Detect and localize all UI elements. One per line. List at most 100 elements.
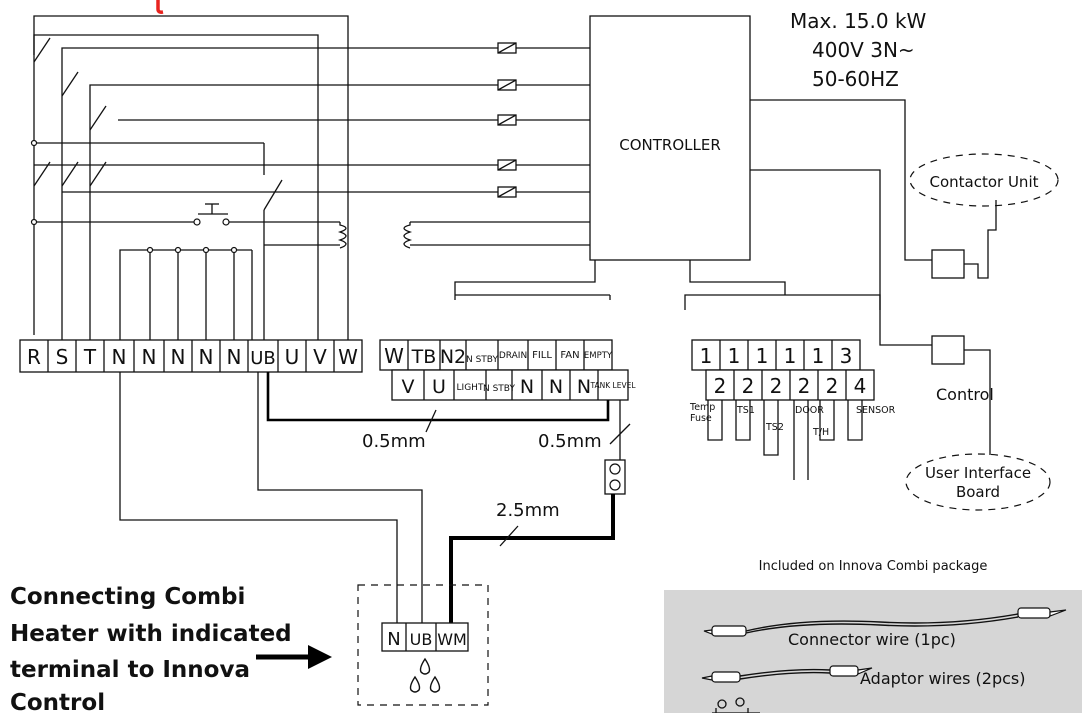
sensor-top-5: 1 — [812, 344, 825, 368]
red-heading-fragment — [156, 0, 164, 14]
ctrl-terminal-N-c: N — [577, 376, 591, 398]
sensor-label-ts2: TS2 — [765, 422, 784, 433]
sensor-bottom-4: 2 — [798, 374, 811, 398]
power-spec: Max. 15.0 kW — [790, 9, 927, 33]
ctrl-terminal-U: U — [432, 376, 446, 398]
terminal-R: R — [27, 345, 41, 369]
terminal-UB: UB — [250, 348, 276, 369]
package-connector-wire: Connector wire (1pc) — [788, 630, 956, 649]
ctrl-terminal-N-b: N — [549, 376, 563, 398]
sensor-top-2: 1 — [728, 344, 741, 368]
heater-terminal-WM: WM — [437, 630, 467, 649]
connector-plug-icon — [712, 697, 760, 713]
wire-connector — [604, 459, 626, 495]
sensor-bottom-3: 2 — [770, 374, 783, 398]
water-drops-icon — [409, 657, 441, 693]
heater-box — [357, 584, 489, 706]
sensor-label-fuse: Fuse — [690, 413, 712, 424]
heater-terminal-N: N — [387, 629, 400, 650]
wire-ub-to-tank-level — [266, 372, 610, 422]
wire-tick-right — [609, 423, 631, 445]
contactor-unit-label: Contactor Unit — [929, 173, 1038, 191]
terminal-N4: N — [199, 345, 214, 369]
sensor-top-1: 1 — [700, 344, 713, 368]
main-switch — [33, 37, 283, 211]
adaptor-wire-icon — [701, 665, 873, 683]
caption-line4: Control — [10, 690, 105, 713]
main-terminal-block — [19, 339, 363, 373]
user-interface-ellipse — [905, 453, 1051, 511]
sensor-top-6: 3 — [840, 344, 853, 368]
terminal-N2: N — [142, 345, 157, 369]
sensor-bottom-2: 2 — [742, 374, 755, 398]
ctrl-terminal-n-stby: N STBY — [466, 355, 498, 365]
contactor-unit-ellipse — [909, 153, 1059, 207]
user-interface-line2: Board — [956, 483, 1000, 501]
wire-ub-to-heater — [257, 372, 423, 623]
ctrl-terminal-n-stby-2: N STBY — [483, 384, 515, 394]
frequency-spec: 50-60HZ — [812, 67, 899, 91]
ctrl-terminal-N-a: N — [520, 376, 534, 398]
heater-terminal-UB: UB — [410, 630, 433, 649]
voltage-spec: 400V 3N~ — [812, 38, 915, 62]
heater-terminal-block — [381, 622, 469, 652]
ctrl-terminal-empty: EMPTY — [584, 351, 613, 361]
junction-dots — [30, 139, 238, 254]
wire-size-left: 0.5mm — [362, 431, 426, 452]
caption-line2: Heater with indicated — [10, 621, 292, 647]
ctrl-terminal-fill: FILL — [532, 350, 552, 361]
terminal-N5: N — [227, 345, 242, 369]
package-title: Included on Innova Combi package — [759, 559, 988, 574]
terminal-W: W — [338, 345, 358, 369]
transformer-icon — [337, 222, 413, 249]
terminal-S: S — [56, 345, 69, 369]
sensor-label-door: DOOR — [795, 405, 824, 416]
wire-size-heater: 2.5mm — [496, 500, 560, 521]
sensor-label-temp: Temp — [689, 402, 715, 413]
sensor-bottom-5: 2 — [826, 374, 839, 398]
user-interface-line1: User Interface — [925, 464, 1031, 482]
control-label: Control — [936, 385, 994, 404]
terminal-T: T — [83, 345, 97, 369]
fuse-icons — [497, 42, 517, 198]
contactor-connector — [931, 200, 997, 279]
caption-line3: terminal to Innova — [10, 657, 250, 683]
terminal-N3: N — [171, 345, 186, 369]
wire-n-to-heater — [119, 372, 398, 623]
controller-branches — [454, 99, 932, 346]
controller-label: CONTROLLER — [619, 136, 721, 154]
sensor-top-3: 1 — [756, 344, 769, 368]
controller-box — [589, 15, 751, 261]
ctrl-terminal-N2: N2 — [440, 346, 466, 368]
ctrl-terminal-light: LIGHT — [457, 383, 484, 393]
caption-line1: Connecting Combi — [10, 584, 245, 610]
wire-size-right: 0.5mm — [538, 431, 602, 452]
sensor-label-ts1: TS1 — [736, 405, 755, 416]
ctrl-terminal-W: W — [384, 344, 404, 368]
ctrl-terminal-tank-level: TANK LEVEL — [589, 381, 636, 390]
connector-wire-icon — [703, 607, 1067, 637]
sensor-terminal-block — [691, 339, 875, 401]
arrow-right-icon — [256, 645, 332, 669]
wire-tick-left — [425, 409, 437, 433]
terminal-U: U — [285, 345, 300, 369]
package-panel — [664, 590, 1082, 713]
wire-tick-heavy — [499, 525, 519, 547]
bus-lines — [33, 15, 590, 340]
sensor-bottom-6: 4 — [854, 374, 867, 398]
sensor-top-4: 1 — [784, 344, 797, 368]
sensor-wires — [707, 400, 863, 480]
ctrl-terminal-fan: FAN — [560, 350, 579, 361]
terminal-V: V — [313, 345, 327, 369]
package-adaptor-wires: Adaptor wires (2pcs) — [860, 669, 1025, 688]
control-connector — [931, 335, 991, 455]
ctrl-terminal-drain: DRAIN — [499, 351, 527, 361]
pushbutton-switch — [193, 203, 230, 226]
sensor-label-sensor: SENSOR — [856, 405, 896, 416]
wire-heater-heavy — [449, 494, 615, 623]
ctrl-terminal-V: V — [402, 376, 415, 398]
terminal-N1: N — [112, 345, 127, 369]
sensor-bottom-1: 2 — [714, 374, 727, 398]
control-terminal-block — [379, 339, 629, 401]
